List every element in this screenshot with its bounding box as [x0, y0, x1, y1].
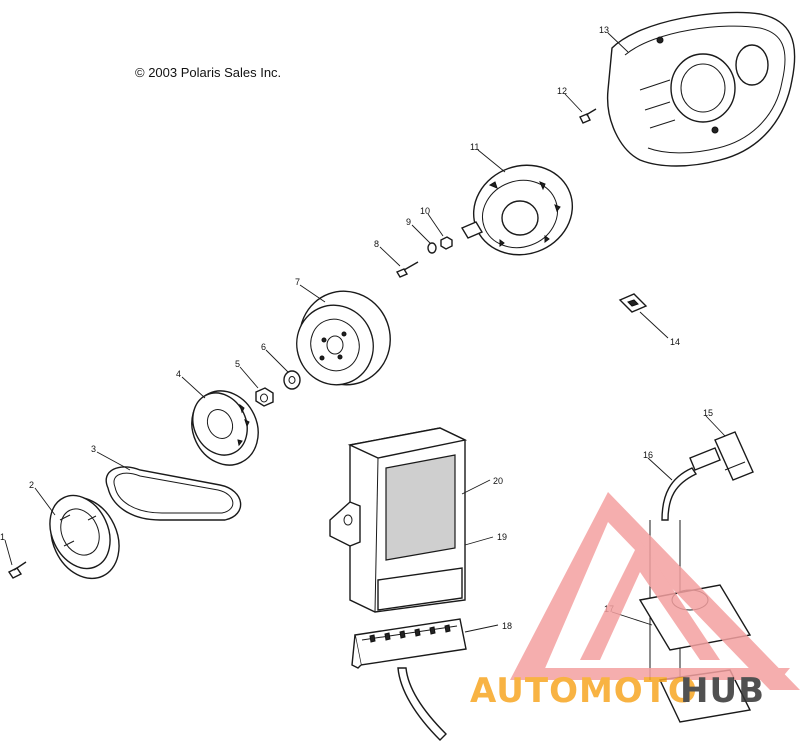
part-20-cdi-box [329, 427, 468, 613]
callout-5: 5 [235, 359, 240, 369]
part-2-housing [49, 494, 120, 580]
watermark-triangle-inner [580, 540, 720, 660]
callout-15: 15 [703, 408, 713, 418]
callout-1: 1 [0, 532, 5, 542]
part-5-nut [255, 387, 274, 407]
callout-19: 19 [497, 532, 507, 542]
callout-11: 11 [470, 142, 479, 152]
part-1-bolt [7, 561, 27, 579]
part-18-connector [351, 618, 467, 741]
callout-16: 16 [643, 450, 653, 460]
callout-2: 2 [29, 480, 34, 490]
part-3-belt [105, 466, 242, 521]
callout-3: 3 [91, 444, 96, 454]
watermark-text-automoto: AUTOMOTO [470, 671, 698, 711]
callout-7: 7 [295, 277, 300, 287]
part-14-clip [618, 293, 648, 313]
callout-6: 6 [261, 342, 266, 352]
callout-leaders [4, 32, 726, 633]
watermark-text-hub: HUB [680, 671, 765, 711]
part-7-flywheel [296, 290, 391, 386]
callout-13: 13 [599, 25, 609, 35]
part-16-ht-lead [661, 467, 698, 521]
callout-4: 4 [176, 369, 181, 379]
callout-12: 12 [557, 86, 567, 96]
part-9-washer [427, 242, 437, 254]
callout-14: 14 [670, 337, 680, 347]
watermark-triangle-base [520, 668, 790, 680]
callout-18: 18 [502, 621, 512, 631]
watermark-triangle-outer [510, 492, 800, 690]
part-4-pulley [191, 390, 259, 466]
part-12-bolt [579, 108, 597, 124]
part-10-nut [440, 236, 453, 250]
part-15-plug-cap [689, 431, 754, 481]
part-11-stator [460, 164, 574, 256]
callout-20: 20 [493, 476, 503, 486]
callout-9: 9 [406, 217, 411, 227]
part-6-washer [283, 370, 301, 390]
part-8-bolt [395, 261, 419, 278]
part-13-crankcase-cover [606, 11, 796, 167]
callout-10: 10 [420, 206, 430, 216]
copyright-text: © 2003 Polaris Sales Inc. [135, 65, 281, 80]
callout-8: 8 [374, 239, 379, 249]
watermark-logo: AUTOMOTO HUB [470, 492, 800, 711]
